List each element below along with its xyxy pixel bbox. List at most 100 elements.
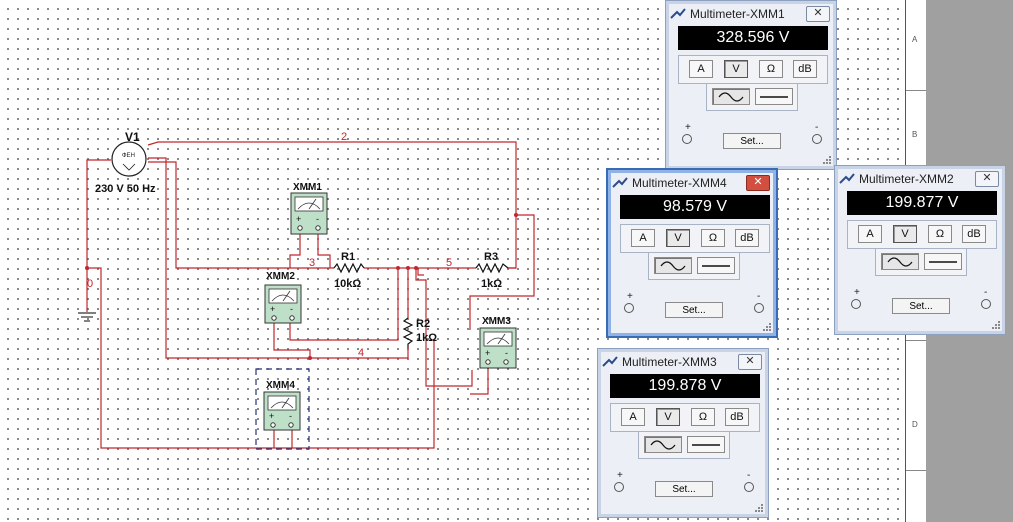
signal-type-buttons	[875, 248, 967, 276]
reading-display: 328.596 V	[678, 26, 828, 50]
r2-ref-label: R2	[416, 318, 430, 330]
positive-terminal[interactable]	[851, 299, 861, 309]
voltmeter-button[interactable]: V	[666, 229, 690, 247]
v1-source[interactable]: ФЕН V1 230 V 50 Hz	[95, 130, 156, 195]
ac-wave-button[interactable]	[654, 257, 692, 274]
mode-buttons: A V Ω dB	[620, 224, 770, 253]
ac-wave-icon	[718, 92, 744, 102]
r3-ref-label: R3	[484, 251, 498, 263]
svg-text:-: -	[290, 304, 293, 314]
resize-grip-icon[interactable]	[754, 503, 764, 513]
resize-grip-icon[interactable]	[762, 322, 772, 332]
net-label-2: 2	[341, 131, 347, 143]
decibel-button[interactable]: dB	[793, 60, 817, 78]
window-title: Multimeter-XMM3	[622, 354, 717, 369]
ohmmeter-button[interactable]: Ω	[928, 225, 952, 243]
net-labels: 2 0 3 5 4	[87, 131, 452, 359]
xmm3-symbol[interactable]: XMM3 +-	[479, 316, 517, 369]
signal-type-buttons	[706, 83, 798, 111]
close-button[interactable]: ✕	[975, 171, 999, 187]
ac-wave-button[interactable]	[712, 88, 750, 105]
set-button[interactable]: Set...	[655, 481, 713, 497]
r3-resistor[interactable]: R3 1kΩ	[475, 251, 509, 290]
ohmmeter-button[interactable]: Ω	[701, 229, 725, 247]
voltmeter-button[interactable]: V	[656, 408, 680, 426]
ground-symbol	[78, 312, 96, 322]
negative-terminal[interactable]	[812, 134, 822, 144]
xmm1-ref-label: XMM1	[293, 182, 322, 193]
svg-text:+: +	[485, 348, 490, 358]
reading-display: 199.877 V	[847, 191, 997, 215]
dc-line-icon	[702, 265, 730, 267]
title-bar[interactable]: Multimeter-XMM2	[839, 170, 1001, 187]
dc-button[interactable]	[755, 88, 793, 105]
reading-display: 98.579 V	[620, 195, 770, 219]
close-button[interactable]: ✕	[746, 175, 770, 191]
r1-ref-label: R1	[341, 251, 355, 263]
xmm4-symbol[interactable]: XMM4 +-	[255, 368, 310, 450]
ohmmeter-button[interactable]: Ω	[691, 408, 715, 426]
ammeter-button[interactable]: A	[621, 408, 645, 426]
xmm4-ref-label: XMM4	[266, 380, 295, 391]
title-bar[interactable]: Multimeter-XMM1	[670, 5, 832, 22]
resize-grip-icon[interactable]	[822, 155, 832, 165]
close-button[interactable]: ✕	[806, 6, 830, 22]
minus-label: -	[984, 287, 988, 298]
r2-resistor[interactable]: R2 1kΩ	[402, 317, 437, 348]
decibel-button[interactable]: dB	[735, 229, 759, 247]
r1-resistor[interactable]: R1 10kΩ	[333, 251, 365, 290]
title-bar[interactable]: Multimeter-XMM3	[602, 353, 764, 370]
voltmeter-button[interactable]: V	[724, 60, 748, 78]
svg-text:+: +	[269, 411, 274, 421]
set-button[interactable]: Set...	[665, 302, 723, 318]
multimeter-xmm4-window[interactable]: Multimeter-XMM4 ✕ 98.579 V A V Ω dB + - …	[606, 168, 778, 338]
mode-buttons: A V Ω dB	[847, 220, 997, 249]
voltmeter-button[interactable]: V	[893, 225, 917, 243]
positive-terminal[interactable]	[624, 303, 634, 313]
decibel-button[interactable]: dB	[725, 408, 749, 426]
ac-wave-button[interactable]	[881, 253, 919, 270]
close-button[interactable]: ✕	[738, 354, 762, 370]
positive-terminal[interactable]	[682, 134, 692, 144]
positive-terminal[interactable]	[614, 482, 624, 492]
net-label-4: 4	[358, 347, 364, 359]
ammeter-button[interactable]: A	[631, 229, 655, 247]
title-bar[interactable]: Multimeter-XMM4	[612, 174, 772, 191]
dc-button[interactable]	[924, 253, 962, 270]
multimeter-xmm2-window[interactable]: Multimeter-XMM2 ✕ 199.877 V A V Ω dB + -…	[834, 165, 1006, 335]
ammeter-button[interactable]: A	[858, 225, 882, 243]
ohmmeter-button[interactable]: Ω	[759, 60, 783, 78]
decibel-button[interactable]: dB	[962, 225, 986, 243]
multimeter-icon	[612, 176, 628, 188]
dc-button[interactable]	[687, 436, 725, 453]
resize-grip-icon[interactable]	[991, 320, 1001, 330]
svg-text:+: +	[270, 304, 275, 314]
ruler-label-b: B	[912, 130, 918, 139]
plus-label: +	[627, 291, 633, 302]
negative-terminal[interactable]	[744, 482, 754, 492]
xmm2-symbol[interactable]: XMM2 +-	[264, 271, 302, 324]
negative-terminal[interactable]	[981, 299, 991, 309]
xmm1-symbol[interactable]: XMM1 +-	[290, 182, 328, 235]
dc-button[interactable]	[697, 257, 735, 274]
set-button[interactable]: Set...	[723, 133, 781, 149]
signal-type-buttons	[648, 252, 740, 280]
ammeter-button[interactable]: A	[689, 60, 713, 78]
multimeter-icon	[602, 355, 618, 367]
svg-text:-: -	[505, 348, 508, 358]
multimeter-xmm1-window[interactable]: Multimeter-XMM1 ✕ 328.596 V A V Ω dB + -…	[665, 0, 837, 170]
mode-buttons: A V Ω dB	[678, 55, 828, 84]
negative-terminal[interactable]	[754, 303, 764, 313]
multimeter-xmm3-window[interactable]: Multimeter-XMM3 ✕ 199.878 V A V Ω dB + -…	[597, 348, 769, 518]
plus-label: +	[854, 287, 860, 298]
ac-wave-button[interactable]	[644, 436, 682, 453]
multimeter-icon	[670, 7, 686, 19]
signal-type-buttons	[638, 431, 730, 459]
window-title: Multimeter-XMM2	[859, 171, 954, 186]
plus-label: +	[617, 470, 623, 481]
minus-label: -	[757, 291, 761, 302]
svg-text:+: +	[296, 214, 301, 224]
r2-value-label: 1kΩ	[416, 332, 437, 344]
set-button[interactable]: Set...	[892, 298, 950, 314]
